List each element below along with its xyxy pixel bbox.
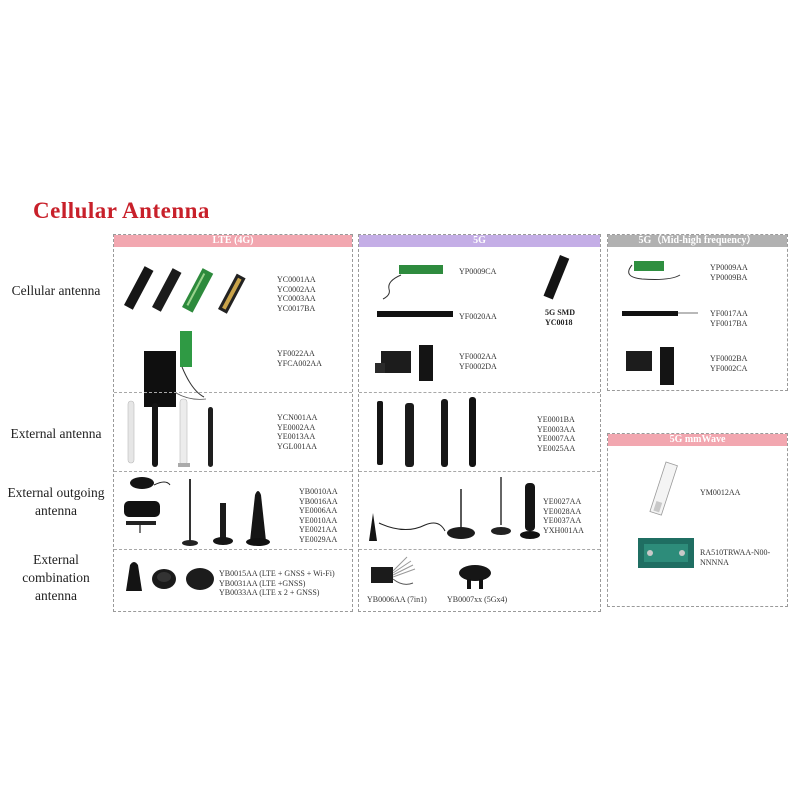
panel-5g: 5G YP0009CA 5G SMD YC0018 YF0020AA YF000… [358,234,601,612]
row-label-cellular: Cellular antenna [11,283,101,298]
mid-codes-b: YF0017AA YF0017BA [710,309,748,328]
lte-separator-1 [114,392,352,393]
lte-pcb-antennas-image [123,266,246,407]
row-label-external: External antenna [10,426,102,441]
fiveg-smd-antenna-image [543,255,570,300]
fiveg-external-codes: YE0001BA YE0003AA YE0007AA YE0025AA [537,415,576,453]
fiveg-external-antennas-image [377,397,476,467]
mid-codes-a: YP0009AA YP0009BA [710,263,748,282]
panel-lte: LTE (4G) YC0001AA YC0002AA YC0003AA YC00… [113,234,353,612]
panel-header-mmwave: 5G mmWave [608,434,787,446]
mmwave-code-a: YM0012AA [700,488,741,497]
panel-header-lte: LTE (4G) [114,235,352,247]
mmwave-code-b: RA510TRWAA-N00- NNNNA [700,548,771,567]
mmwave-module-image [649,461,678,516]
row-label-combination: External combination antenna [22,552,90,603]
fiveg-separator-2 [359,471,600,472]
fiveg-cellular-antennas-image [375,265,453,381]
lte-outgoing-codes: YB0010AA YB0016AA YE0006AA YE0010AA YE00… [299,487,338,544]
panel-header-5g: 5G [359,235,600,247]
fiveg-combination-code-a: YB0006AA (7in1) [367,595,427,604]
lte-cellular-codes-b: YF0022AA YFCA002AA [277,349,322,368]
fiveg-combination-antennas-image [371,556,491,589]
lte-separator-2 [114,471,352,472]
mid-codes-c: YF0002BA YF0002CA [710,354,748,373]
fiveg-smd-label: 5G SMD YC0018 [545,308,575,327]
mmwave-board-image [638,538,694,568]
fiveg-code-a: YP0009CA [459,267,497,276]
panel-5g-mmwave: 5G mmWave YM0012AA RA510TRWAA-N00- NNNNA [607,433,788,607]
lte-combination-codes: YB0015AA (LTE + GNSS + Wi-Fi) YB0031AA (… [219,569,335,597]
mid-antennas-image [622,261,698,385]
panel-header-mid: 5G（Mid-high frequency） [608,235,787,247]
lte-external-codes: YCN001AA YE0002AA YE0013AA YGL001AA [277,413,318,451]
lte-outgoing-antennas-image [124,477,270,546]
fiveg-code-b: YF0020AA [459,312,497,321]
lte-external-antennas-image [127,398,213,467]
fiveg-separator-1 [359,392,600,393]
lte-combination-antennas-image [126,562,214,591]
fiveg-outgoing-antennas-image [369,477,540,541]
fiveg-outgoing-codes: YE0027AA YE0028AA YE0037AA YXH001AA [543,497,584,535]
page-title: Cellular Antenna [33,198,210,223]
row-label-outgoing: External outgoing antenna [7,485,105,518]
lte-separator-3 [114,549,352,550]
lte-cellular-codes-a: YC0001AA YC0002AA YC0003AA YC0017BA [277,275,316,313]
panel-5g-mid-high: 5G（Mid-high frequency） YP0009AA YP0009BA… [607,234,788,391]
fiveg-code-c: YF0002AA YF0002DA [459,352,497,371]
fiveg-separator-3 [359,549,600,550]
fiveg-combination-code-b: YB0007xx (5Gx4) [447,595,508,604]
